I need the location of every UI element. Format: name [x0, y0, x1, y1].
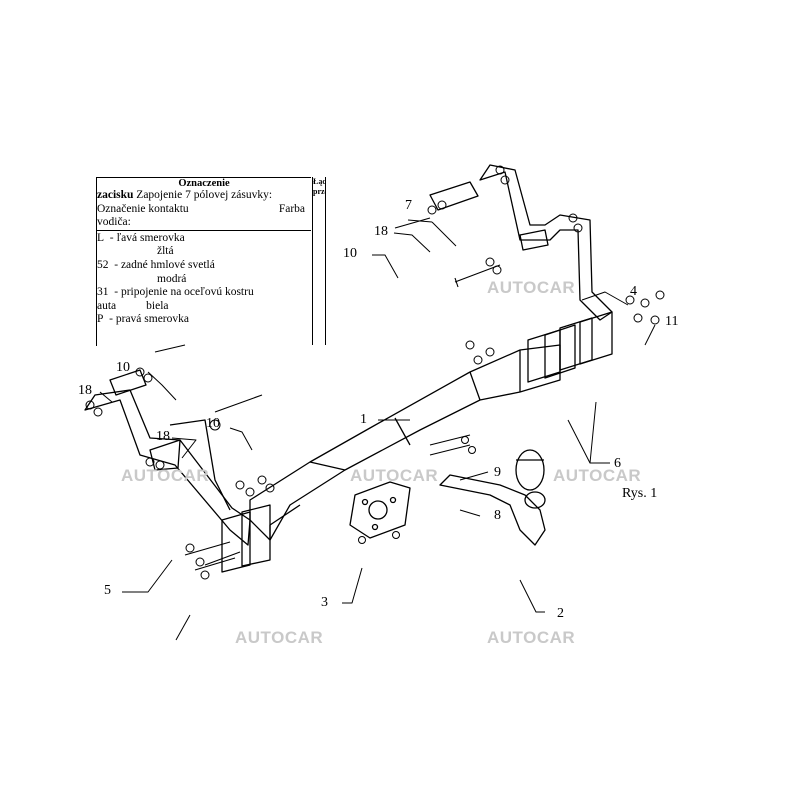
part-number-10: 10: [206, 416, 220, 431]
part-number-8: 8: [494, 508, 501, 523]
legend-code-31: 31: [97, 286, 109, 299]
legend-code-l: L: [97, 231, 105, 244]
watermark: AUTOCAR: [487, 278, 576, 297]
legend-color-52: modrá: [157, 272, 187, 285]
part-number-9: 9: [494, 465, 501, 480]
right-mount-plates: [527, 311, 613, 383]
part-number-5: 5: [104, 583, 111, 598]
wiring-legend: Oznaczenie zacisku Zapojenie 7 pólovej z…: [96, 177, 311, 346]
legend-row2-left: Označenie kontaktu: [97, 202, 189, 215]
nuts-washers: [85, 165, 665, 580]
left-mount-plates: [221, 504, 271, 573]
watermark: AUTOCAR: [553, 466, 642, 485]
part-number-18: 18: [374, 224, 388, 239]
legend-desc-52: - zadné hmlové svetlá: [114, 258, 215, 271]
part-number-18: 18: [78, 383, 92, 398]
watermark: AUTOCAR: [235, 628, 324, 647]
legend-desc-l: - ľavá smerovka: [109, 231, 185, 244]
legend-row3: vodiča:: [97, 216, 311, 231]
legend-extra-31: auta: [97, 299, 117, 312]
part-number-3: 3: [321, 595, 328, 610]
part-number-10: 10: [116, 360, 130, 375]
legend-row1-right: Zapojenie 7 pólovej zásuvky:: [136, 189, 273, 201]
legend-desc-p: - pravá smerovka: [109, 313, 189, 326]
legend-color-l: žltá: [157, 245, 174, 258]
part-number-10: 10: [343, 246, 357, 261]
part-number-11: 11: [665, 314, 679, 329]
part-number-6: 6: [614, 456, 621, 471]
part-number-7: 7: [405, 198, 412, 213]
part-number-1: 1: [360, 412, 367, 427]
leader-lines: [99, 219, 656, 641]
part-number-4: 4: [630, 284, 637, 299]
part-number-2: 2: [557, 606, 564, 621]
watermark: AUTOCAR: [350, 466, 439, 485]
legend-code-52: 52: [97, 258, 109, 271]
socket-plate: [349, 481, 411, 539]
figure-caption: Rys. 1: [622, 486, 658, 501]
legend-row2-right: Farba: [278, 202, 305, 215]
watermark: AUTOCAR: [487, 628, 576, 647]
right-bracket: [429, 164, 613, 321]
legend-desc-31: - pripojenie na oceľovú kostru: [114, 286, 254, 299]
watermark: AUTOCAR: [121, 466, 210, 485]
legend-side-column: Łączenie przewo: [312, 177, 326, 345]
part-number-18: 18: [156, 429, 170, 444]
legend-color-31: biela: [146, 299, 169, 312]
legend-row1-left: zacisku: [97, 189, 134, 201]
legend-title: Oznaczenie: [178, 178, 230, 189]
legend-code-p: P: [97, 313, 104, 326]
tow-ball: [439, 449, 546, 546]
cross-beam: [249, 344, 561, 541]
